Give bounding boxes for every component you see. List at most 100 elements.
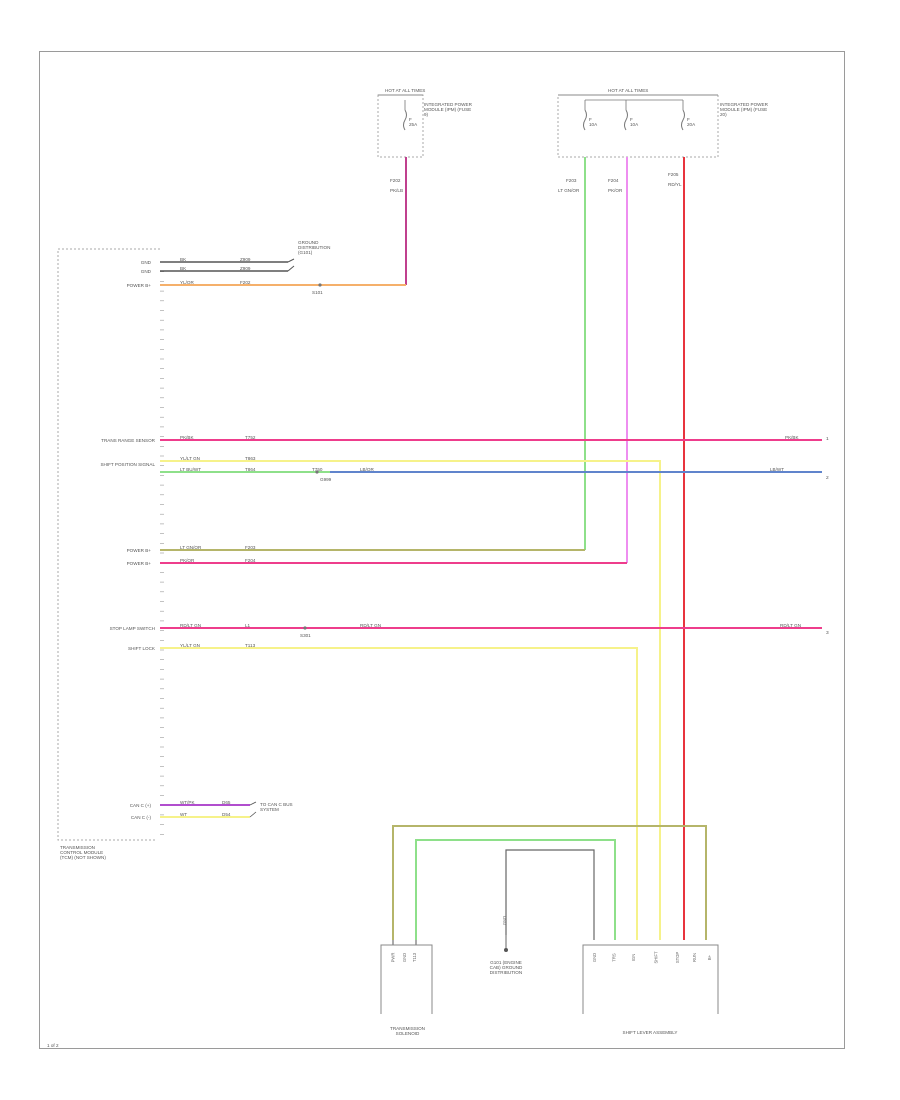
bottom-right-pin-7: B+ — [707, 954, 713, 961]
wire-pwr2-color: LT GN/OR — [180, 545, 202, 550]
wire-shift-b-mid: T750 — [312, 467, 323, 472]
right-drop3-color: RD/YL — [668, 182, 682, 187]
bottom-right-pin-5: STOP — [675, 951, 681, 964]
wire-bottom-green — [415, 839, 616, 940]
wire-stop-end: RD/LT GN — [780, 623, 802, 628]
wire-stop-mid2: RD/LT GN — [360, 623, 382, 628]
ground-dot — [504, 948, 508, 952]
wire-shift-b-end: LB/OR — [360, 467, 374, 472]
splice-t750 — [315, 470, 319, 474]
tcm-label-can-l: CAN C (-) — [130, 815, 151, 820]
tcm-pin-column — [160, 261, 164, 835]
wire-can-l-circuit: D54 — [222, 812, 231, 817]
ground-block-label: GROUND DISTRIBUTION (G101) — [298, 240, 331, 255]
tcm-label-gnd1: GND — [140, 260, 151, 265]
wire-shift-b-circuit: T864 — [245, 467, 256, 472]
tcm-label-trans-range: TRANS RANGE SENSOR — [101, 438, 155, 443]
fuse-right-text: INTEGRATED POWER MODULE (IPM) (FUSE 20) — [720, 102, 768, 117]
ref-c: 3 — [826, 631, 829, 636]
bottom-ground-component: G101 (ENGINE CAB) GROUND DISTRIBUTION — [489, 960, 523, 975]
ref-b: 2 — [826, 476, 829, 481]
right-drop3-circuit: F205 — [668, 172, 679, 177]
can-bus-label: TO CAN C BUS SYSTEM — [260, 802, 293, 812]
fuse-right-3 — [681, 109, 685, 131]
right-drop2-color: PK/OR — [608, 188, 623, 193]
wire-pwr3-color: PK/OR — [180, 558, 195, 563]
bottom-right-component: SHIFT LEVER ASSEMBLY — [622, 1030, 678, 1035]
bottom-box-right — [582, 944, 719, 1014]
wire-can-h-circuit: D65 — [222, 800, 231, 805]
fuse-right-rating-2: F 10A — [630, 117, 639, 127]
fuse-right-header: HOT AT ALL TIMES — [608, 88, 649, 93]
bottom-left-pin-3: T113 — [412, 952, 418, 963]
left-drop-circuit: F202 — [390, 178, 401, 183]
tcm-label-shift-lock: SHIFT LOCK — [128, 646, 155, 651]
fuse-left-text: INTEGRATED POWER MODULE (IPM) (FUSE 9) — [424, 102, 472, 117]
splice-s101 — [318, 283, 322, 287]
wire-trans-range-end: PK/BK — [785, 435, 799, 440]
bottom-left-pin-1: PWR — [390, 952, 396, 963]
left-drop-color: PK/LB — [390, 188, 404, 193]
fuse-left-rating: F 25A — [409, 117, 418, 127]
wire-gnd2-circuit: Z909 — [240, 266, 251, 271]
fuse-right-2 — [624, 109, 628, 131]
wire-shift-a-circuit: T863 — [245, 456, 256, 461]
wire-shiftlock-color: YL/LT GN — [180, 643, 200, 648]
right-drop1-circuit: F203 — [566, 178, 577, 183]
wire-shift-b-end2: LB/WT — [770, 467, 785, 472]
wire-shift-b-color: LT BU/WT — [180, 467, 202, 472]
fuse-right-1 — [583, 109, 587, 131]
tcm-label-gnd2: GND — [140, 269, 151, 274]
wire-bottom-dark — [505, 849, 595, 935]
tcm-outline — [57, 248, 160, 841]
wire-gnd1-circuit: Z909 — [240, 257, 251, 262]
bottom-left-pin-2: GND — [402, 952, 408, 963]
wire-shift-a-color: YL/LT GN — [180, 456, 200, 461]
splice-s301 — [303, 626, 307, 630]
bottom-right-pin-6: RUN — [692, 952, 698, 963]
right-drop2-circuit: F204 — [608, 178, 619, 183]
right-drop1-color: LT GN/OR — [558, 188, 580, 193]
tcm-label-power3: POWER B+ — [126, 561, 151, 566]
wire-trans-range-color: PK/BK — [180, 435, 194, 440]
fuse-box-left — [377, 94, 424, 158]
wire-shift-b-mid2: G999 — [320, 477, 332, 482]
wire-stop-circuit: L1 — [245, 623, 251, 628]
wire-power-circuit: F202 — [240, 280, 251, 285]
page-number: 1 of 2 — [47, 1043, 59, 1048]
wire-trans-range-circuit: T752 — [245, 435, 256, 440]
wire-pwr3-circuit: F204 — [245, 558, 256, 563]
wire-gnd1-color: BK — [180, 257, 187, 262]
fuse-right-rating-1: F 10A — [589, 117, 598, 127]
bottom-right-pin-3: IGN — [631, 953, 637, 962]
bottom-box-left — [380, 944, 433, 1014]
wire-pwr2-circuit: F203 — [245, 545, 256, 550]
bottom-left-component: TRANSMISSION SOLENOID — [390, 1026, 425, 1036]
tcm-label-power2: POWER B+ — [126, 548, 151, 553]
wire-shift-a — [160, 460, 661, 860]
wire-gnd2-color: BK — [180, 266, 187, 271]
tcm-label-power: POWER B+ — [126, 283, 151, 288]
wire-stop-mid: S301 — [300, 633, 311, 638]
wire-shiftlock-circuit: T113 — [245, 643, 256, 648]
wire-can-l-color: WT — [180, 812, 188, 817]
fuse-left-header: HOT AT ALL TIMES — [385, 88, 426, 93]
ground-join — [287, 258, 295, 263]
ground-join-2 — [287, 265, 295, 272]
wire-bottom-olive — [392, 825, 707, 940]
fuse-right-rating-3: F 20A — [687, 117, 696, 127]
diagram-frame — [39, 51, 845, 1049]
ref-a: 1 — [826, 437, 829, 442]
tcm-module-name: TRANSMISSION CONTROL MODULE (TCM) (NOT S… — [60, 845, 106, 860]
wire-can-h-color: WT/PK — [180, 800, 195, 805]
wire-stop-color: RD/LT GN — [180, 623, 202, 628]
bottom-right-pin-1: GND — [592, 952, 598, 963]
tcm-label-can-h: CAN C (+) — [129, 803, 151, 808]
wire-power-color: YL/OR — [180, 280, 194, 285]
tcm-label-shift-pos: SHIFT POSITION SIGNAL — [100, 462, 155, 467]
fuse-left — [403, 109, 407, 131]
bottom-right-pin-2: TRS — [611, 953, 617, 962]
wire-power-splice: S101 — [312, 290, 323, 295]
bottom-center-pin: GND — [502, 915, 508, 926]
